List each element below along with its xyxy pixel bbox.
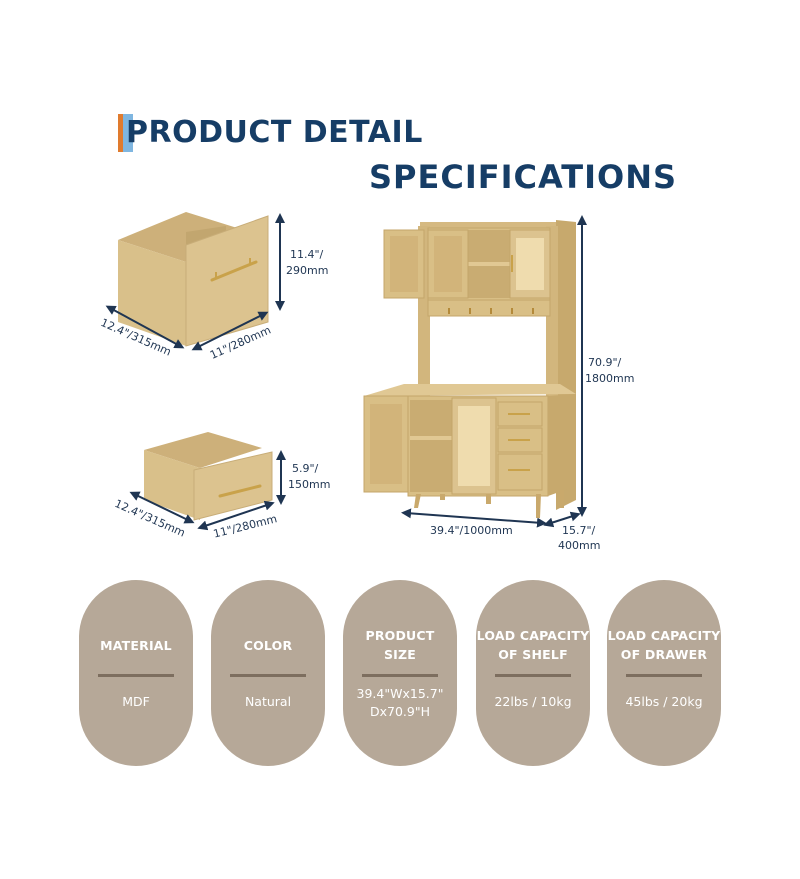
cabinet-height-label: 70.9"/ — [588, 356, 622, 369]
small-drawer-height-label: 5.9"/ — [292, 462, 319, 475]
small-drawer-height-mm-label: 150mm — [288, 478, 331, 491]
header-accent-blue — [123, 114, 133, 152]
spec-value: Natural — [244, 694, 292, 709]
spec-value: 45lbs / 20kg — [625, 694, 703, 709]
spec-divider — [98, 674, 174, 677]
cabinet-depth-label: 15.7"/ — [562, 524, 596, 537]
page-subtitle: SPECIFICATIONS — [369, 158, 678, 196]
spec-divider — [626, 674, 702, 677]
spec-value: MDF — [122, 694, 150, 709]
spec-value: 22lbs / 10kg — [494, 694, 572, 709]
cabinet-width-label: 39.4"/1000mm — [430, 524, 513, 537]
spec-label: COLOR — [243, 638, 293, 653]
spec-divider — [230, 674, 306, 677]
large-drawer-height-mm-label: 290mm — [286, 264, 329, 277]
spec-divider — [362, 674, 438, 677]
spec-divider — [495, 674, 571, 677]
spec-pill-color: COLOR Natural — [211, 580, 325, 766]
spec-pill-material: MATERIAL MDF — [79, 580, 193, 766]
cabinet-illustration — [363, 220, 576, 518]
large-drawer-height-label: 11.4"/ — [290, 248, 324, 261]
cabinet-height-mm-label: 1800mm — [585, 372, 635, 385]
header-accent-orange — [118, 114, 124, 152]
page-title: PRODUCT DETAIL — [126, 115, 423, 150]
cabinet-depth-mm-label: 400mm — [558, 539, 601, 552]
spec-label: MATERIAL — [100, 638, 172, 653]
spec-value: 39.4"Wx15.7"Dx70.9"H — [356, 686, 444, 719]
